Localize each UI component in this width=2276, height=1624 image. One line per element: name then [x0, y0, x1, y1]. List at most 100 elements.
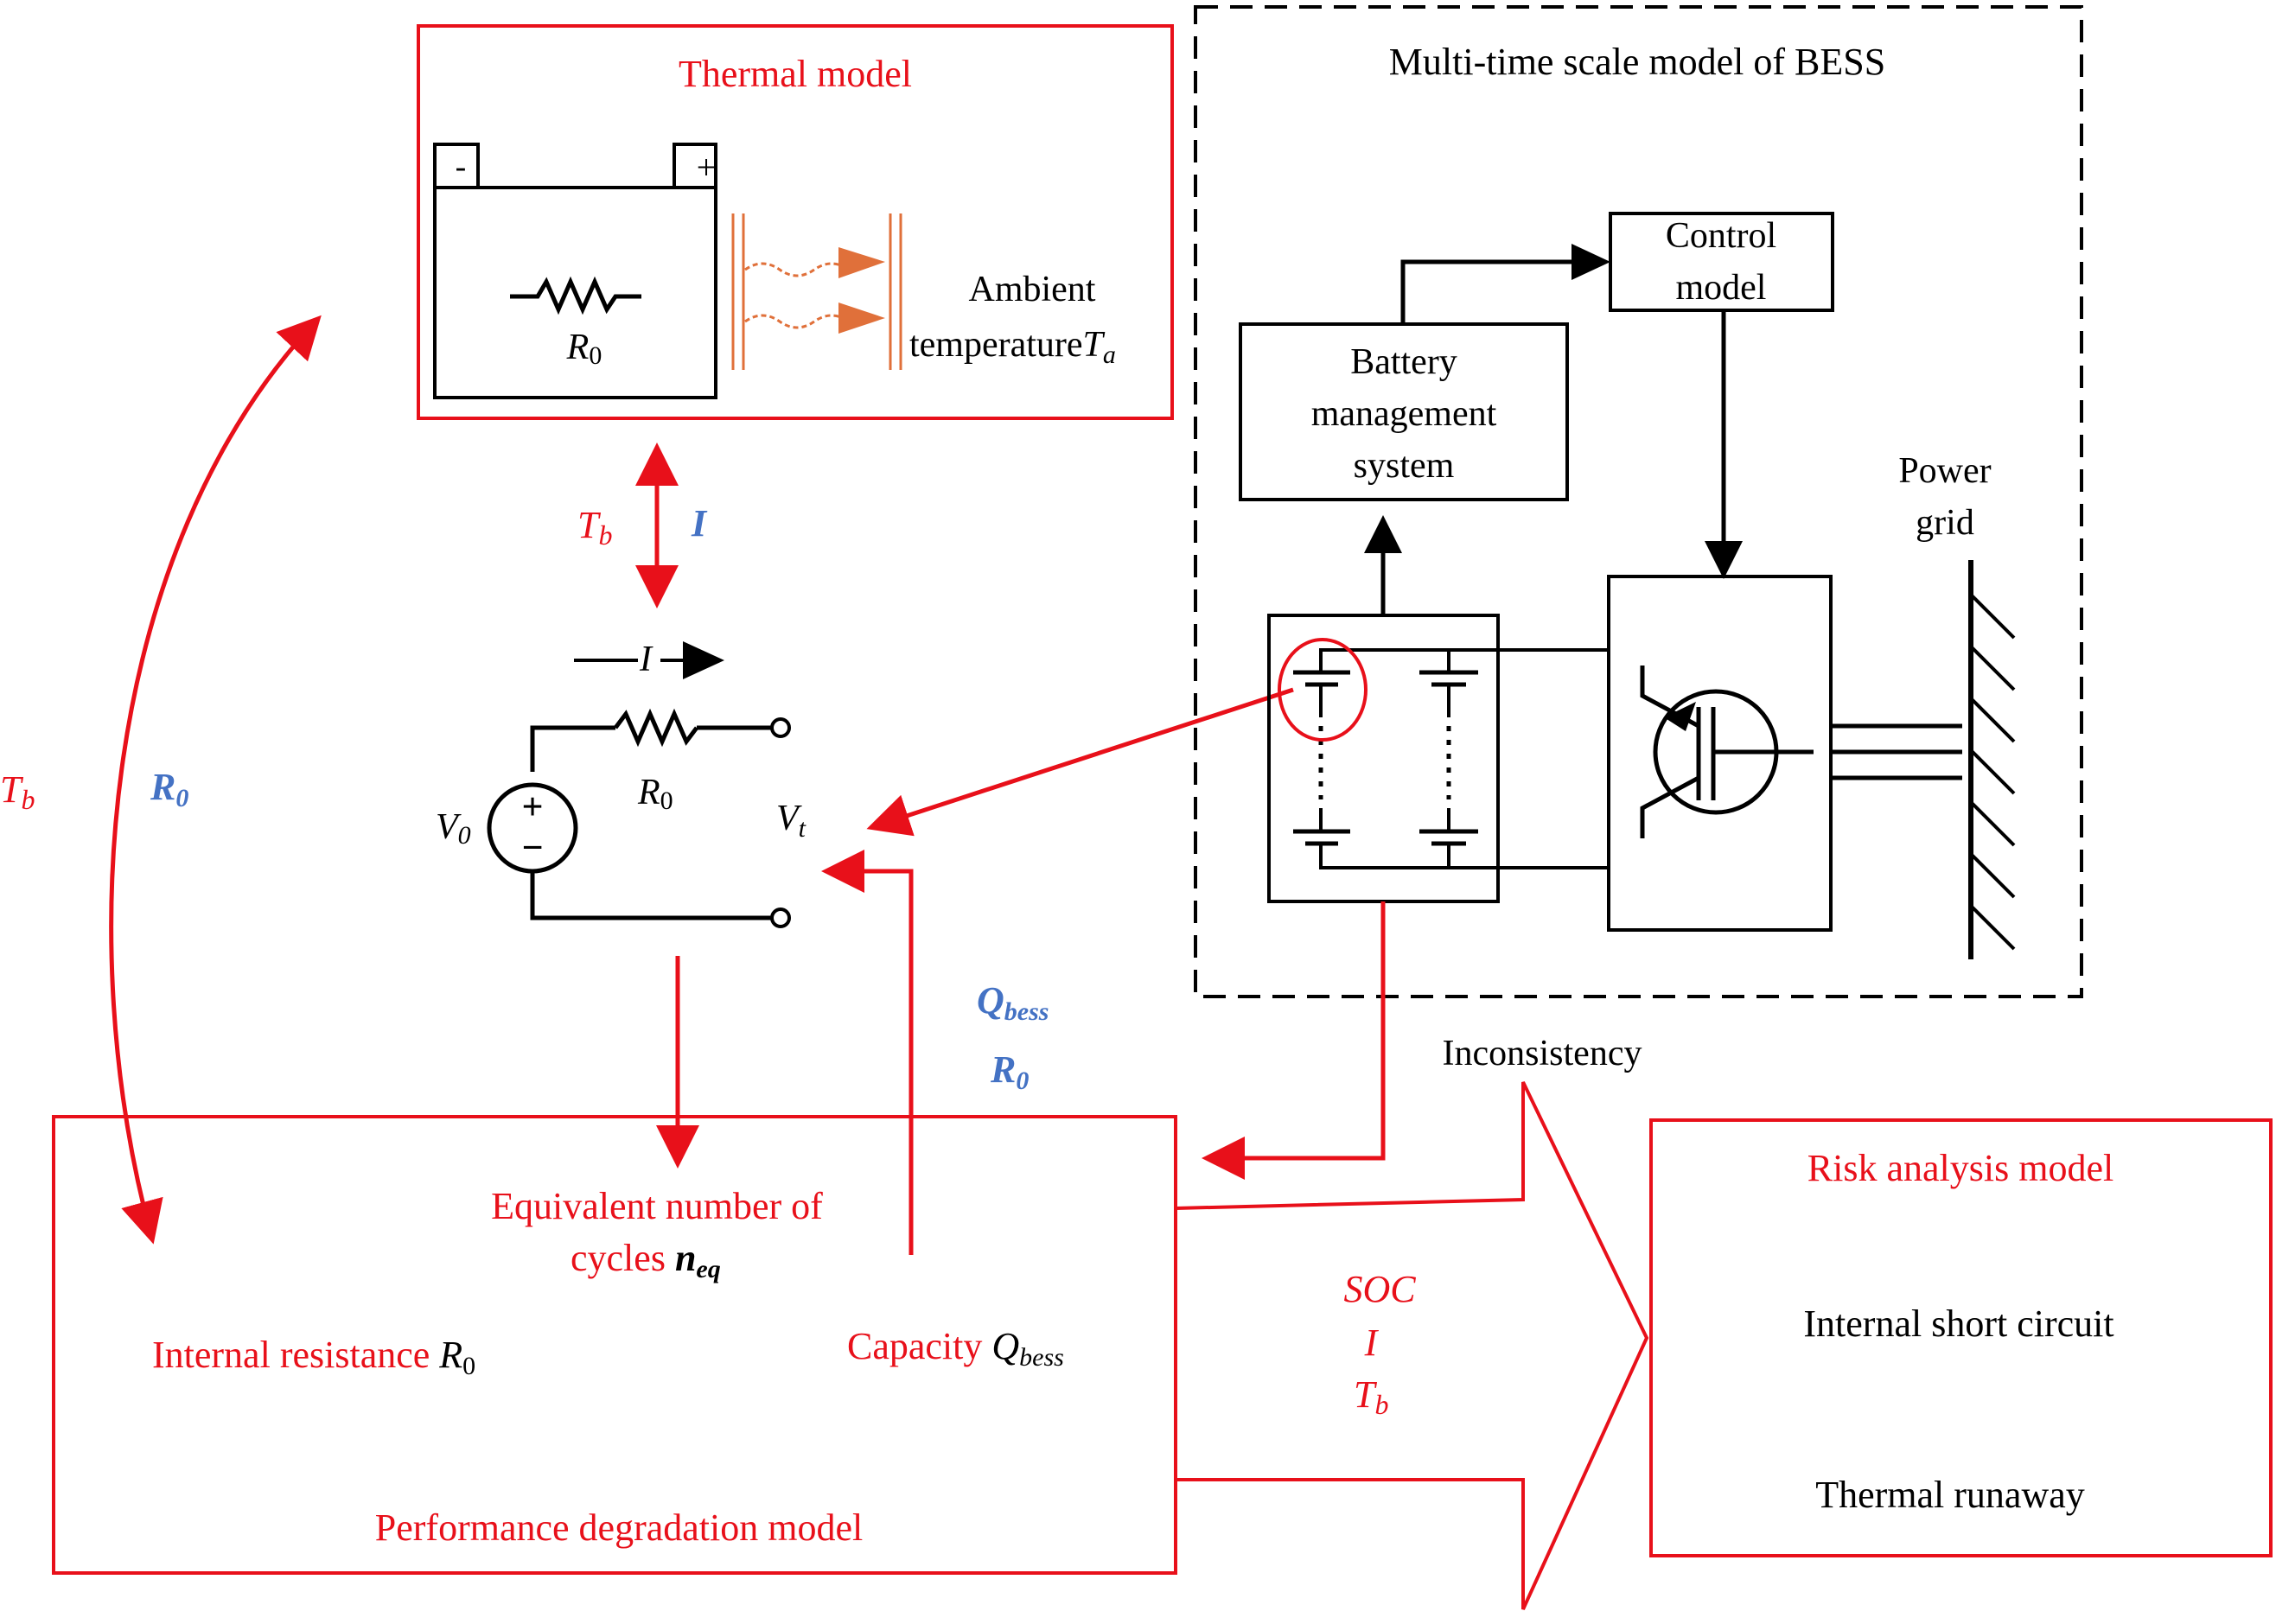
transistor-emitter-lead	[1640, 775, 1700, 838]
grid-hatch-5	[1969, 800, 2016, 847]
grid-hatch-4	[1969, 748, 2016, 795]
ambient-temperature-word: temperature	[909, 325, 1083, 365]
heat-arrowhead-2	[838, 303, 885, 334]
soc-arrow-label: SOC	[1343, 1268, 1416, 1310]
ambient-temperature-sub: a	[1103, 341, 1116, 369]
left-curved-double-arrow	[109, 315, 322, 1245]
ambient-temperature-symbol: T	[1083, 325, 1106, 365]
battery-pack	[1267, 614, 1609, 903]
battery-terminal-minus	[433, 143, 480, 189]
internal-resistance-sub: 0	[462, 1352, 475, 1380]
equivalent-circuit: I + − R0 V0 Vt	[436, 640, 806, 928]
grid-hatch-6	[1969, 852, 2016, 899]
tb-label-upper-sub: b	[598, 519, 612, 551]
risk-analysis-model: Risk analysis model Internal short circu…	[1649, 1118, 2273, 1557]
r0-label-left-sub: 0	[175, 784, 188, 812]
pack-top-wire	[1319, 648, 1609, 671]
pack-to-degradation-arrow	[1202, 901, 1386, 1180]
heat-wave-1	[744, 262, 850, 277]
power-grid-line2: grid	[1916, 503, 1974, 543]
control-model-line1: Control	[1666, 216, 1776, 256]
circuit-r0-sub: 0	[660, 787, 673, 815]
power-grid-line1: Power	[1898, 451, 1991, 491]
current-arrow-label-risk: I	[1364, 1321, 1380, 1364]
ambient-temperature-line1: Ambient	[969, 270, 1096, 309]
qbess-feedback-sub: bess	[1004, 997, 1049, 1026]
transistor-arrow-icon	[1664, 702, 1696, 731]
thermal-model: Thermal model - + R0 Ambient temperature…	[417, 24, 1174, 420]
bess-model-box	[1194, 5, 2083, 998]
circuit-vt-label: Vt	[776, 799, 806, 843]
r0-feedback-symbol: R	[990, 1048, 1016, 1091]
battery-resistor-label: R0	[566, 328, 602, 370]
equivalent-cycles-line2: cycles neq	[571, 1237, 721, 1283]
tb-label-left: Tb	[0, 768, 35, 815]
degradation-model-box	[52, 1115, 1177, 1575]
bms-line1: Battery	[1350, 342, 1457, 382]
degradation-model: Equivalent number of cycles neq Internal…	[52, 1115, 1177, 1575]
degradation-to-risk-arrow	[1175, 1081, 1649, 1610]
risk-analysis-title: Risk analysis model	[1807, 1147, 2113, 1189]
thermal-model-box	[417, 24, 1174, 420]
circuit-r0-label: R0	[637, 773, 673, 815]
circuit-vt-symbol: V	[776, 799, 802, 838]
heat-wave-2	[744, 314, 850, 329]
tb-arrow-label: Tb	[1354, 1373, 1388, 1420]
capacity-sub: bess	[1019, 1343, 1064, 1372]
capacity-label: Capacity Qbess	[847, 1325, 1064, 1372]
circuit-resistor-icon	[614, 708, 698, 748]
internal-resistance-word: Internal resistance	[152, 1334, 439, 1376]
r0-feedback-sub: 0	[1016, 1067, 1029, 1095]
voltage-source-plus: +	[521, 786, 543, 828]
heat-transfer-icon	[731, 213, 902, 370]
circuit-r0-symbol: R	[637, 773, 660, 812]
vt-terminal-bottom	[770, 908, 791, 928]
tb-label-left-sub: b	[21, 784, 35, 815]
bms-to-control-arrow	[1400, 259, 1573, 324]
capacity-word: Capacity	[847, 1325, 991, 1367]
bms-line2: management	[1311, 394, 1497, 434]
risk-analysis-box	[1649, 1118, 2273, 1557]
circuit-bottom-wire	[530, 871, 772, 920]
risk-item-thermal-runaway: Thermal runaway	[1815, 1474, 2085, 1516]
vt-terminal-top	[770, 717, 791, 738]
thermal-model-title: Thermal model	[679, 53, 912, 95]
pack-to-bms-arrowhead	[1364, 515, 1402, 553]
circuit-vt-sub: t	[799, 814, 806, 843]
equivalent-cycles-symbol: n	[675, 1237, 696, 1279]
control-model-line2: model	[1676, 268, 1767, 308]
grid-hatch-1	[1969, 593, 2016, 640]
highlighted-cell-circle	[1278, 638, 1368, 742]
bess-model-title: Multi-time scale model of BESS	[1389, 41, 1885, 83]
voltage-source-minus: −	[521, 826, 543, 869]
pack-bottom-wire	[1319, 844, 1609, 869]
battery-body	[433, 186, 717, 399]
tb-label-upper-symbol: T	[577, 504, 602, 546]
equivalent-cycles-line1: Equivalent number of	[491, 1185, 823, 1227]
heat-arrowhead-1	[838, 247, 885, 278]
battery-minus-sign: -	[456, 149, 467, 185]
inconsistency-label: Inconsistency	[1443, 1034, 1642, 1073]
risk-item-short-circuit: Internal short circuit	[1803, 1302, 2113, 1345]
current-label-upper: I	[691, 502, 708, 545]
control-to-converter-arrowhead	[1705, 541, 1743, 579]
current-arrow-label: I	[639, 640, 653, 679]
current-arrowhead	[683, 641, 724, 679]
grid-hatch-7	[1969, 904, 2016, 951]
degradation-model-title: Performance degradation model	[375, 1506, 863, 1549]
qbess-feedback-label: Qbess	[977, 979, 1049, 1026]
tb-label-left-symbol: T	[0, 768, 24, 811]
power-grid-icon	[1968, 560, 2016, 959]
pack-to-circuit-arrow	[866, 687, 1294, 837]
tb-arrow-label-symbol: T	[1354, 1373, 1378, 1416]
qbess-feedback-symbol: Q	[977, 979, 1004, 1022]
circuit-v0-label: V0	[436, 807, 471, 850]
tb-arrow-label-sub: b	[1374, 1389, 1388, 1420]
converter	[1607, 575, 1962, 932]
degradation-to-circuit-arrow	[821, 850, 914, 1255]
internal-resistance-symbol: R	[438, 1334, 462, 1376]
battery-resistor-symbol: R	[566, 328, 590, 367]
bms-to-control-arrowhead	[1572, 244, 1610, 280]
battery-terminal-plus	[673, 143, 717, 189]
